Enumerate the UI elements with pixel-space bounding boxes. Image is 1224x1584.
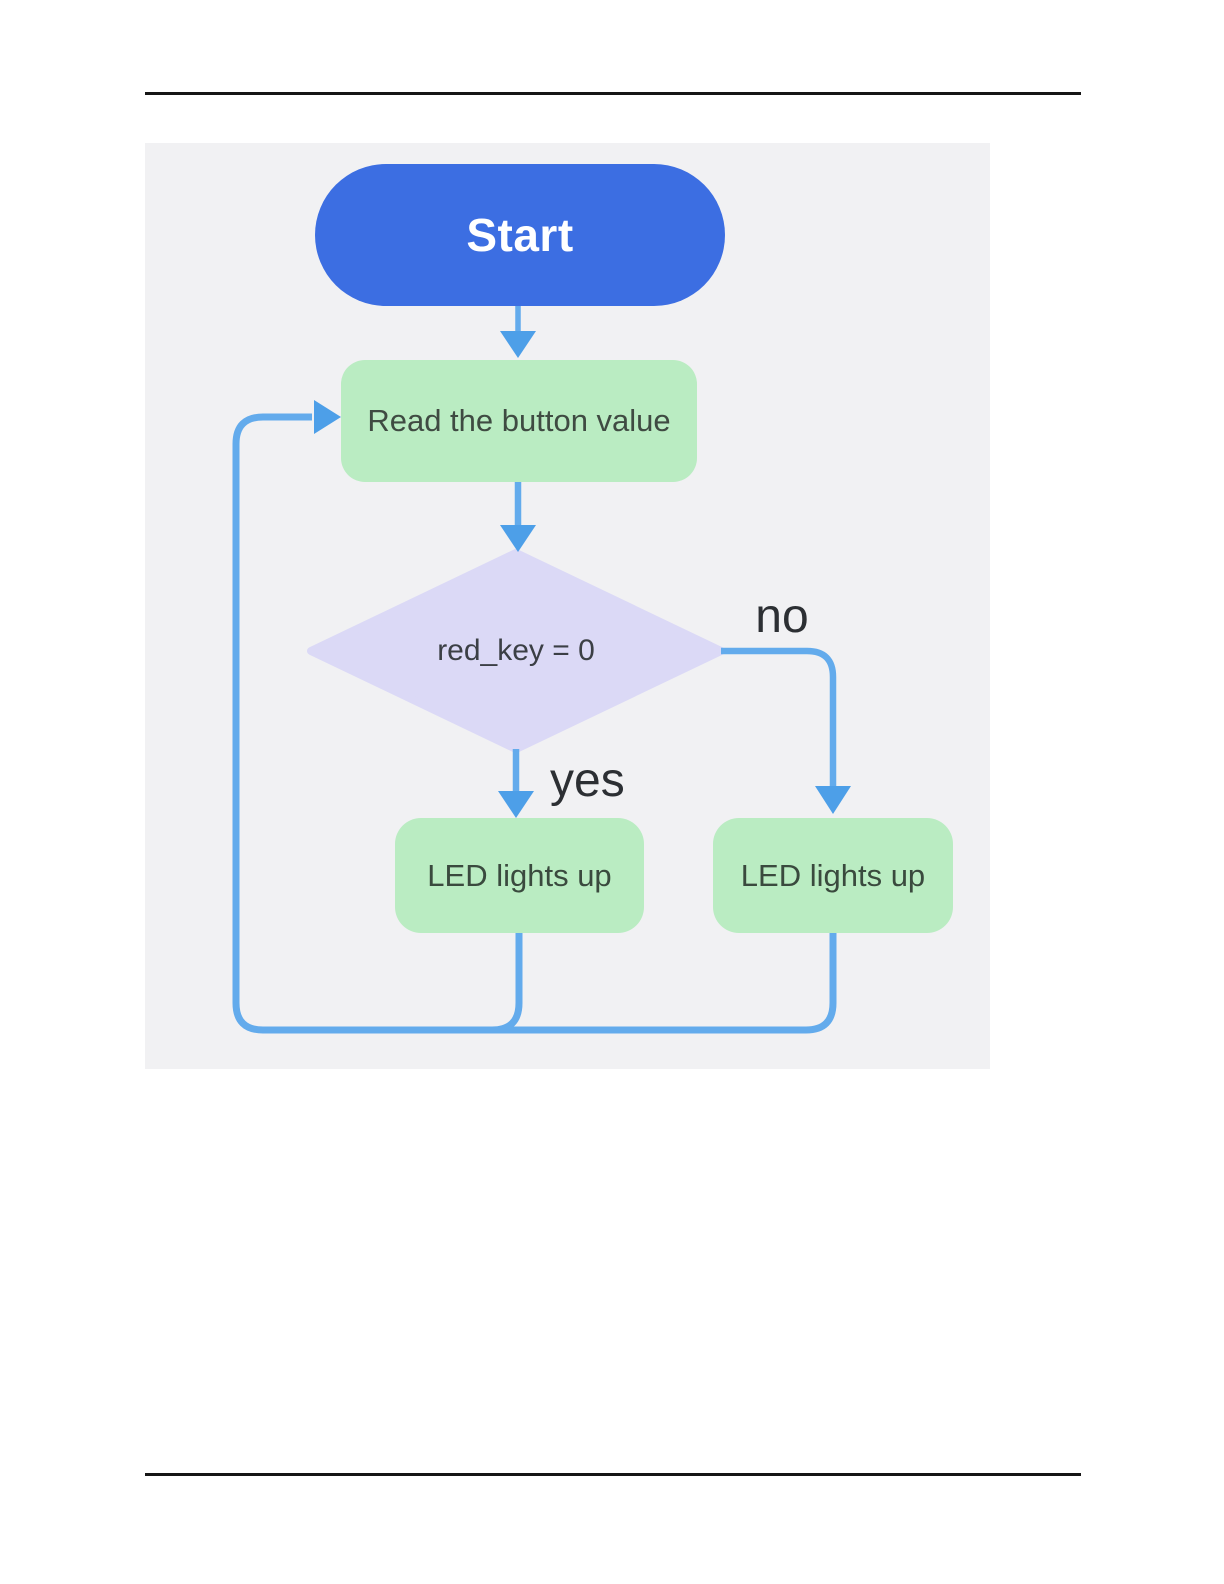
led-lights-up-no-node: LED lights up <box>713 818 953 933</box>
edge-loop-back <box>232 413 523 1034</box>
edge-decision-no <box>721 647 837 787</box>
footer-rule <box>145 1473 1081 1476</box>
arrowhead-read-to-decision <box>500 525 536 552</box>
arrowhead-decision-no <box>815 786 851 814</box>
arrowhead-decision-yes <box>498 791 534 818</box>
start-node-label: Start <box>466 209 574 261</box>
read-button-node: Read the button value <box>341 360 697 482</box>
led-lights-up-no-label: LED lights up <box>740 857 926 893</box>
figure-panel: Start Read the button value red_key = 0 … <box>145 143 990 1069</box>
no-branch-label: no <box>755 590 809 643</box>
led-lights-up-yes-label: LED lights up <box>427 857 612 893</box>
start-node: Start <box>315 164 725 306</box>
edge-led-no-join <box>485 933 837 1034</box>
header-rule <box>145 92 1081 95</box>
flowchart-connectors <box>232 306 851 1034</box>
decision-node: red_key = 0 <box>366 629 666 673</box>
led-lights-up-yes-node: LED lights up <box>395 818 644 933</box>
decision-node-label: red_key = 0 <box>437 634 595 667</box>
arrowhead-start-to-read <box>500 331 536 358</box>
read-button-node-label: Read the button value <box>367 403 671 438</box>
arrowhead-loop-back <box>314 400 341 434</box>
yes-branch-label: yes <box>550 754 625 807</box>
